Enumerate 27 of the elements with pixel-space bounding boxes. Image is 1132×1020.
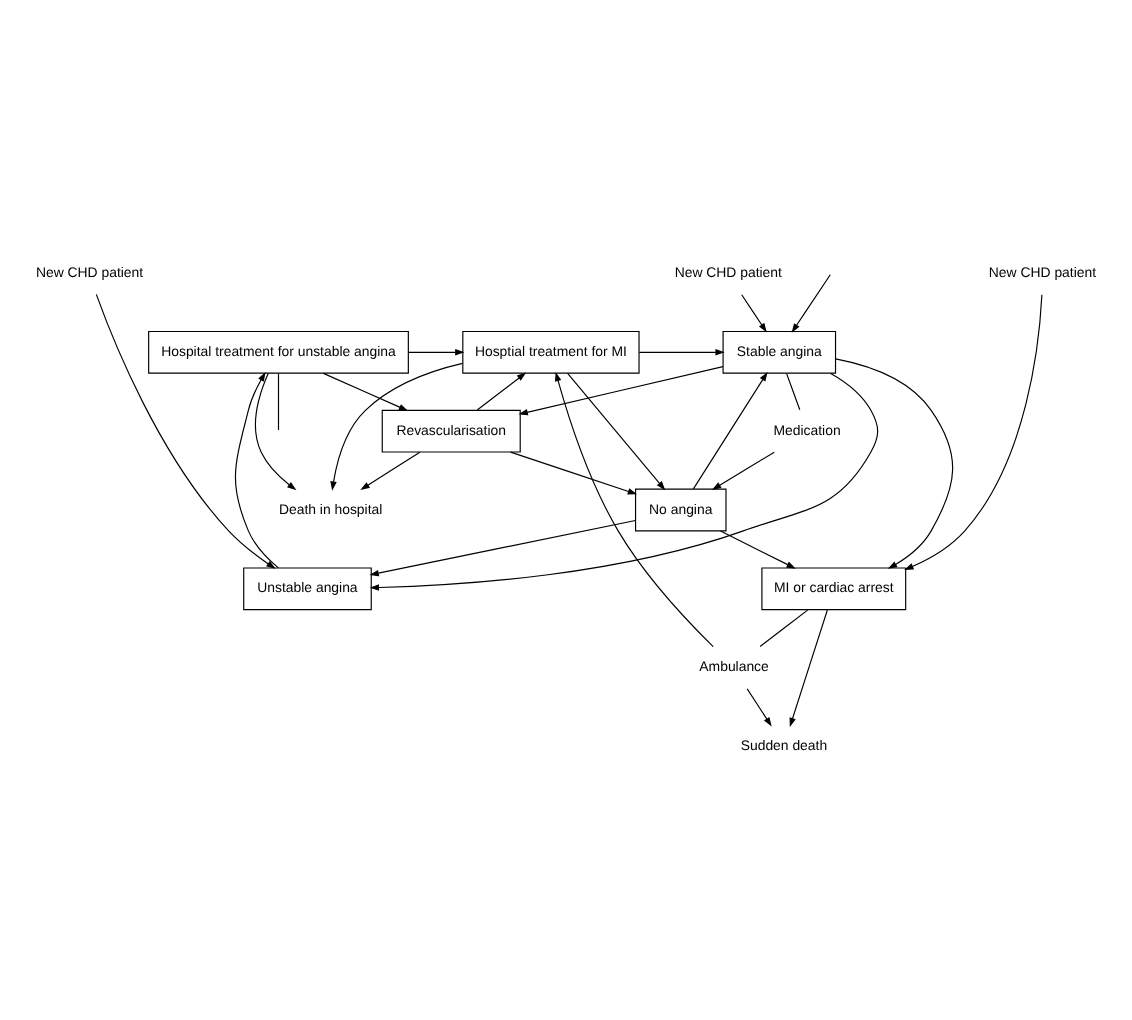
- connector: [786, 373, 801, 411]
- arrow: [369, 372, 879, 591]
- arrow: [741, 294, 767, 333]
- connector: [277, 373, 280, 431]
- arrow: [234, 372, 279, 569]
- arrow: [711, 451, 775, 490]
- arrow: [369, 519, 636, 577]
- arrow: [746, 688, 772, 727]
- arrow: [476, 372, 527, 411]
- arrow: [360, 451, 421, 490]
- connector: [759, 609, 809, 648]
- arrow: [835, 358, 954, 569]
- arrow: [518, 366, 724, 416]
- arrow: [720, 530, 796, 569]
- arrow: [567, 372, 666, 491]
- arrow: [791, 274, 831, 333]
- arrow: [510, 451, 638, 495]
- arrow: [692, 372, 768, 490]
- arrow: [255, 372, 297, 491]
- arrow: [408, 349, 465, 356]
- arrow: [330, 362, 464, 491]
- arrow: [638, 349, 725, 356]
- arrow: [789, 609, 828, 728]
- arrow: [95, 293, 276, 569]
- arrow: [322, 372, 409, 411]
- arrow: [904, 294, 1043, 570]
- arrow: [555, 371, 714, 648]
